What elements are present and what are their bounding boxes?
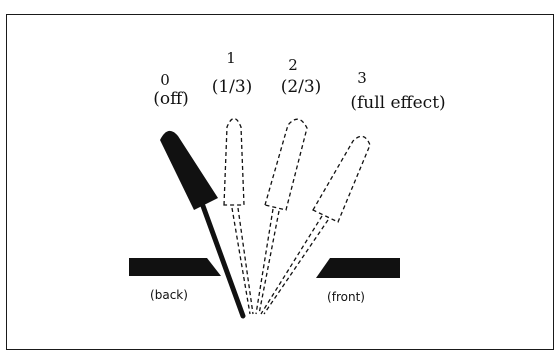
lever-position-2 xyxy=(255,118,308,315)
front-label: (front) xyxy=(327,290,365,304)
lever-position-0 xyxy=(160,130,246,319)
position-2-number: 2 xyxy=(288,56,298,74)
position-3-label: (full effect) xyxy=(350,93,446,113)
front-bar xyxy=(316,258,400,278)
lever-position-3 xyxy=(260,135,371,315)
position-0-number: 0 xyxy=(160,71,170,89)
back-bar xyxy=(129,258,221,276)
figure-frame xyxy=(6,14,554,350)
position-0-label: (off) xyxy=(153,89,189,109)
back-label: (back) xyxy=(150,288,188,302)
position-2-label: (2/3) xyxy=(280,77,322,97)
position-1-label: (1/3) xyxy=(211,77,253,97)
position-3-number: 3 xyxy=(357,69,367,87)
lever-position-1 xyxy=(223,117,254,315)
position-1-number: 1 xyxy=(226,49,236,67)
